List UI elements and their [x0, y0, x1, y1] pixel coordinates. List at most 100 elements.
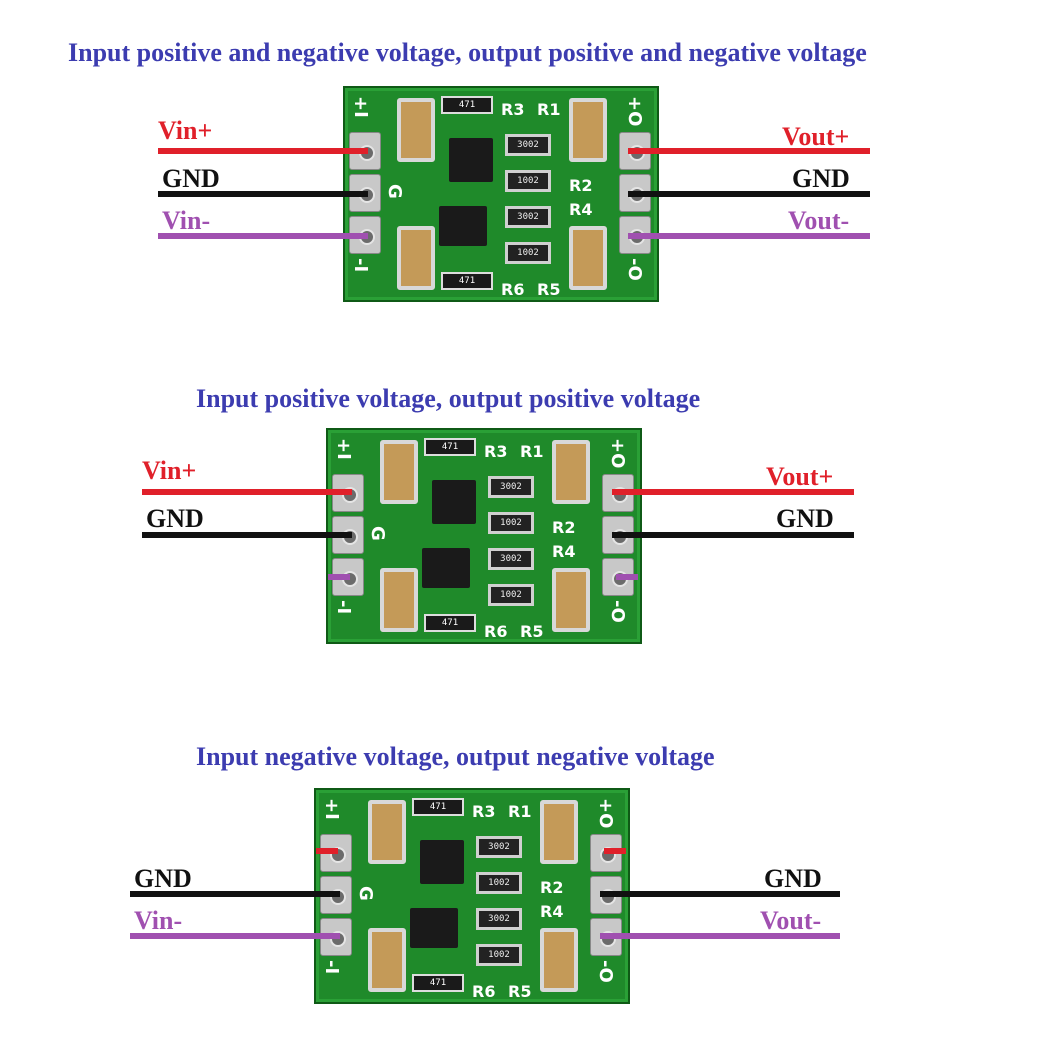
- silk-r3: R3: [472, 802, 496, 821]
- capacitor: [380, 568, 418, 632]
- label-gnd-in: GND: [134, 864, 192, 893]
- wire-gnd-in: [158, 191, 368, 197]
- label-vin-plus: Vin+: [142, 456, 197, 485]
- silk-r1: R1: [537, 100, 561, 119]
- silk-out-plus: +O: [624, 96, 645, 127]
- wire-gnd-in: [130, 891, 340, 897]
- silk-gnd: G: [367, 526, 388, 541]
- capacitor: [540, 928, 578, 992]
- silk-r2: R2: [569, 176, 593, 195]
- silk-gnd: G: [384, 184, 405, 199]
- wire-vout-plus: [612, 489, 854, 495]
- label-gnd-in: GND: [162, 164, 220, 193]
- silk-r5: R5: [508, 982, 532, 1001]
- wire-vout-minus: [600, 933, 840, 939]
- capacitor: [569, 98, 607, 162]
- wire-vin-plus: [142, 489, 352, 495]
- label-vin-minus: Vin-: [162, 206, 211, 235]
- label-vin-plus: Vin+: [158, 116, 213, 145]
- wire-gnd-in: [142, 532, 352, 538]
- wire-gnd-out: [612, 532, 854, 538]
- diagram-section-both: Input positive and negative voltage, out…: [0, 0, 1050, 350]
- section-title: Input negative voltage, output negative …: [196, 742, 715, 771]
- silk-r1: R1: [520, 442, 544, 461]
- wire-vin-minus: [158, 233, 368, 239]
- label-vout-minus: Vout-: [760, 906, 822, 935]
- stub-out-minus: [616, 574, 638, 580]
- smd-cap-top: 471: [424, 438, 476, 456]
- resistor-1002: 1002: [505, 170, 551, 192]
- label-vout-plus: Vout+: [766, 462, 834, 491]
- resistor-3002: 3002: [476, 836, 522, 858]
- silk-r1: R1: [508, 802, 532, 821]
- silk-r4: R4: [540, 902, 564, 921]
- transistor-chip: [449, 138, 493, 182]
- resistor-1002: 1002: [505, 242, 551, 264]
- resistor-1002: 1002: [488, 584, 534, 606]
- stub-in-minus: [328, 574, 350, 580]
- silk-r6: R6: [501, 280, 525, 299]
- resistor-3002: 3002: [505, 134, 551, 156]
- silk-out-minus: -O: [624, 258, 645, 281]
- silk-r2: R2: [552, 518, 576, 537]
- pad-in-plus: [320, 834, 352, 872]
- transistor-chip: [439, 206, 487, 246]
- label-vout-plus: Vout+: [782, 122, 850, 151]
- pad-in-gnd: [332, 516, 364, 554]
- label-vout-minus: Vout-: [788, 206, 850, 235]
- capacitor: [569, 226, 607, 290]
- stub-in-plus: [316, 848, 338, 854]
- silk-r4: R4: [552, 542, 576, 561]
- capacitor: [368, 928, 406, 992]
- transistor-chip: [422, 548, 470, 588]
- silk-in-minus: -I: [333, 600, 354, 615]
- section-title: Input positive and negative voltage, out…: [68, 38, 867, 67]
- label-gnd-out: GND: [776, 504, 834, 533]
- resistor-1002: 1002: [476, 944, 522, 966]
- capacitor: [552, 440, 590, 504]
- silk-r4: R4: [569, 200, 593, 219]
- smd-cap-bottom: 471: [424, 614, 476, 632]
- pcb-board: +I G -I +O -O 471 471 R3 R1 3002 1002 R2…: [314, 788, 630, 1004]
- stub-out-plus: [604, 848, 626, 854]
- section-title: Input positive voltage, output positive …: [196, 384, 701, 413]
- label-gnd-in: GND: [146, 504, 204, 533]
- pcb-board: +I G -I +O -O 471 471 R3 R1 3002 1002 R2…: [326, 428, 642, 644]
- smd-cap-top: 471: [441, 96, 493, 114]
- resistor-1002: 1002: [476, 872, 522, 894]
- silk-out-minus: -O: [595, 960, 616, 983]
- silk-gnd: G: [355, 886, 376, 901]
- silk-out-plus: +O: [595, 798, 616, 829]
- silk-r5: R5: [520, 622, 544, 641]
- capacitor: [380, 440, 418, 504]
- silk-in-minus: -I: [350, 258, 371, 273]
- resistor-3002: 3002: [488, 548, 534, 570]
- diagram-section-negative: Input negative voltage, output negative …: [0, 700, 1050, 1050]
- resistor-3002: 3002: [476, 908, 522, 930]
- capacitor: [368, 800, 406, 864]
- silk-in-minus: -I: [321, 960, 342, 975]
- capacitor: [540, 800, 578, 864]
- silk-out-minus: -O: [607, 600, 628, 623]
- transistor-chip: [432, 480, 476, 524]
- silk-r3: R3: [501, 100, 525, 119]
- silk-in-plus: +I: [321, 798, 342, 820]
- capacitor: [397, 226, 435, 290]
- transistor-chip: [410, 908, 458, 948]
- silk-r6: R6: [472, 982, 496, 1001]
- wire-vout-minus: [628, 233, 870, 239]
- smd-cap-bottom: 471: [412, 974, 464, 992]
- silk-in-plus: +I: [350, 96, 371, 118]
- silk-r3: R3: [484, 442, 508, 461]
- wire-gnd-out: [600, 891, 840, 897]
- resistor-3002: 3002: [505, 206, 551, 228]
- label-gnd-out: GND: [764, 864, 822, 893]
- resistor-1002: 1002: [488, 512, 534, 534]
- diagram-section-positive: Input positive voltage, output positive …: [0, 350, 1050, 700]
- wire-vin-minus: [130, 933, 340, 939]
- capacitor: [397, 98, 435, 162]
- silk-r2: R2: [540, 878, 564, 897]
- wire-vin-plus: [158, 148, 368, 154]
- resistor-3002: 3002: [488, 476, 534, 498]
- pcb-board: +I G -I +O -O 471 471 R3 R1 3002 1002 R2…: [343, 86, 659, 302]
